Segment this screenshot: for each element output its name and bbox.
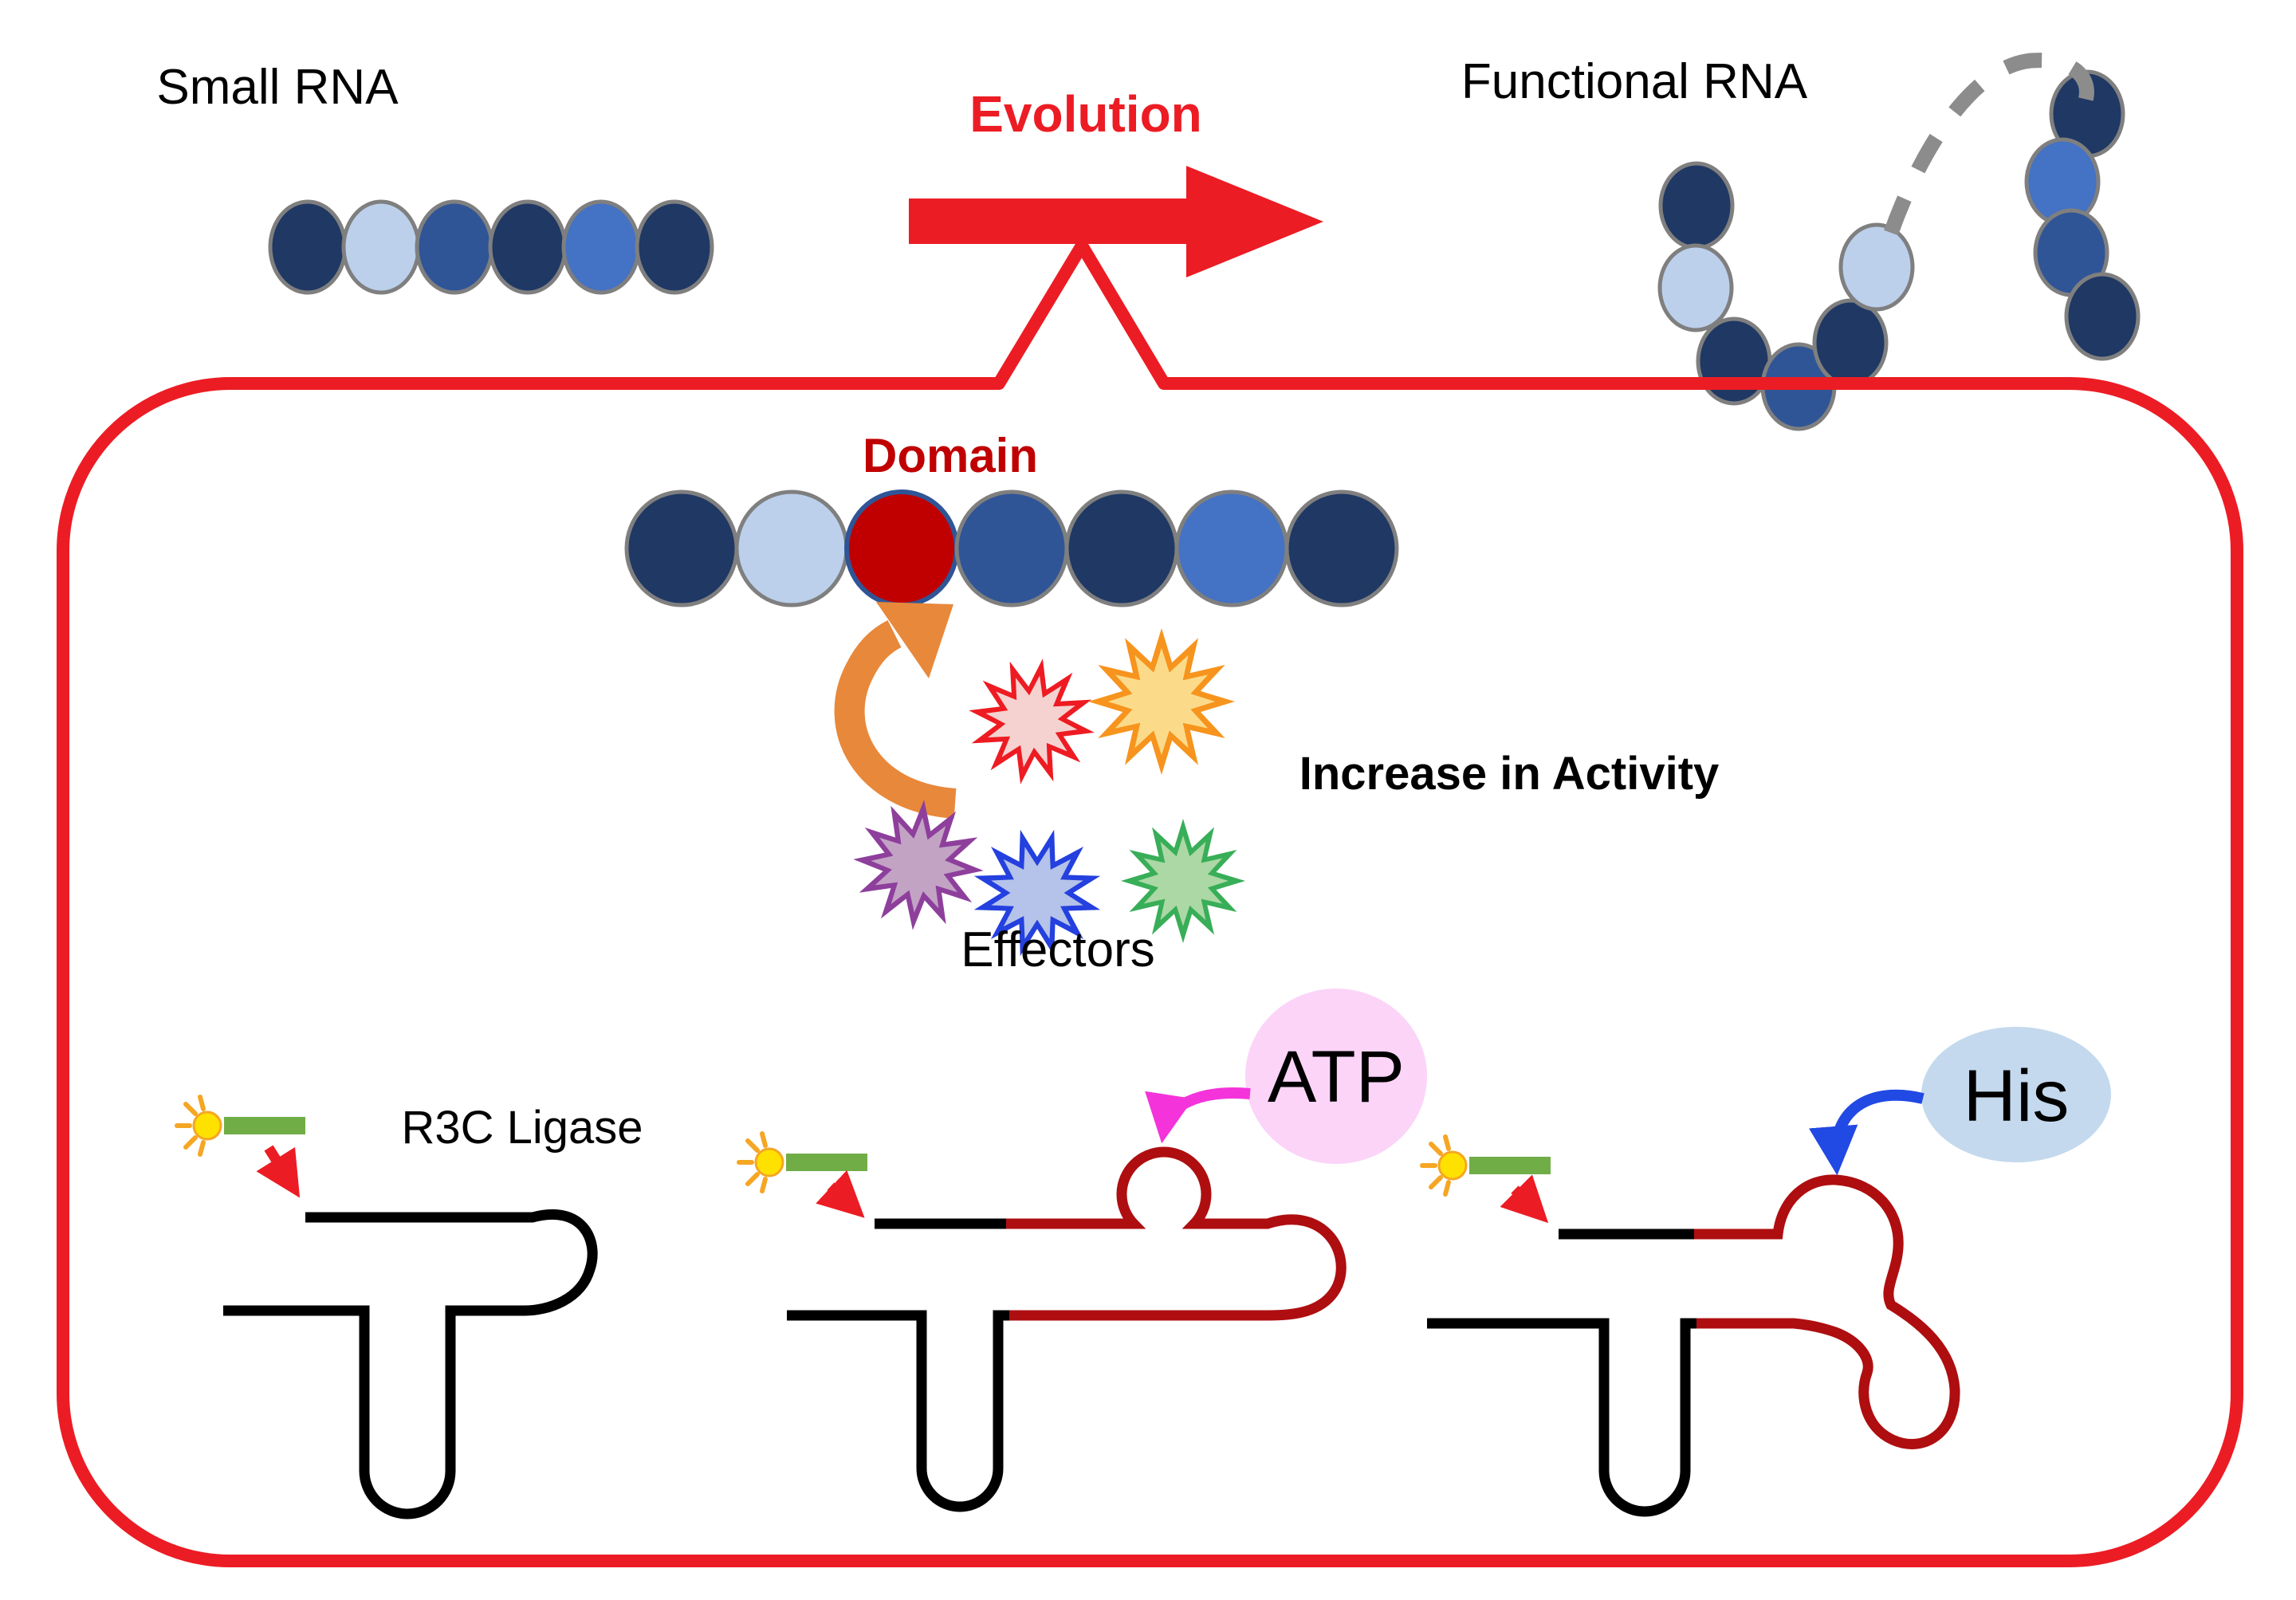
rna-bead [1812,298,1889,387]
rna-bead [624,489,739,607]
atp-label: ATP [1268,1036,1405,1118]
insertion-curved-arrow-icon [834,602,957,819]
rna-bead [1696,316,1772,406]
r3c-ligase-label: R3C Ligase [401,1102,643,1154]
rna-bead [734,489,849,607]
evolution-label: Evolution [969,85,1202,143]
rna-bead [1658,161,1735,250]
small-rna-label: Small RNA [156,60,399,115]
effector-bursts [853,628,1245,957]
rna-bead [1064,489,1179,607]
rna-bead [488,199,568,295]
middle-strand-red-domain [1006,1146,1347,1321]
domain-label: Domain [863,429,1038,482]
middle-strand-black-stem [787,1310,1009,1512]
his-label: His [1964,1056,2070,1137]
ligation-site-arrow-middle [816,1170,865,1218]
r3c-ligase-structure: R3C Ligase [177,1097,643,1519]
ligation-site-arrow-right [1500,1174,1549,1224]
rna-bead [1838,222,1915,312]
rna-bead [844,489,959,607]
primer-left [177,1097,305,1154]
primer-middle [739,1134,867,1191]
his-aptamer-structure: His [1422,1027,2111,1517]
rna-bead [2064,272,2141,361]
rna-bead [1284,489,1399,607]
increase-activity-label: Increase in Activity [1299,748,1720,800]
atp-binding-arrow [1145,1087,1251,1144]
atp-aptamer-structure: ATP [739,989,1427,1512]
effectors-label: Effectors [961,922,1155,977]
primer-right [1422,1137,1551,1194]
domain-chain [624,489,1399,607]
folding-dashed-arc [1884,53,2094,236]
functional-rna-chain [1657,69,2141,431]
atp-bubble [1245,989,1427,1164]
rna-bead [635,199,714,295]
effector-burst [1088,628,1235,775]
his-binding-arrow [1808,1089,1924,1176]
small-rna-chain [268,199,714,295]
functional-rna-label: Functional RNA [1461,54,1808,109]
callout-box [57,239,2243,1567]
right-strand-red-aptamer [1694,1174,1960,1449]
ligation-site-arrow-left [256,1145,301,1198]
his-bubble [1921,1027,2111,1162]
rna-bead [1174,489,1289,607]
rna-bead [341,199,421,295]
right-strand-black-stem [1427,1318,1696,1517]
effector-burst [973,829,1101,957]
evolution-arrow-icon [909,166,1323,277]
effector-burst [1121,819,1245,943]
r3c-strand [223,1209,598,1519]
rna-bead [561,199,641,295]
effector-burst [853,800,984,930]
rna-bead [415,199,494,295]
rna-bead [954,489,1069,607]
rna-bead [1657,243,1734,332]
effector-burst [969,658,1095,784]
rna-bead [268,199,348,295]
